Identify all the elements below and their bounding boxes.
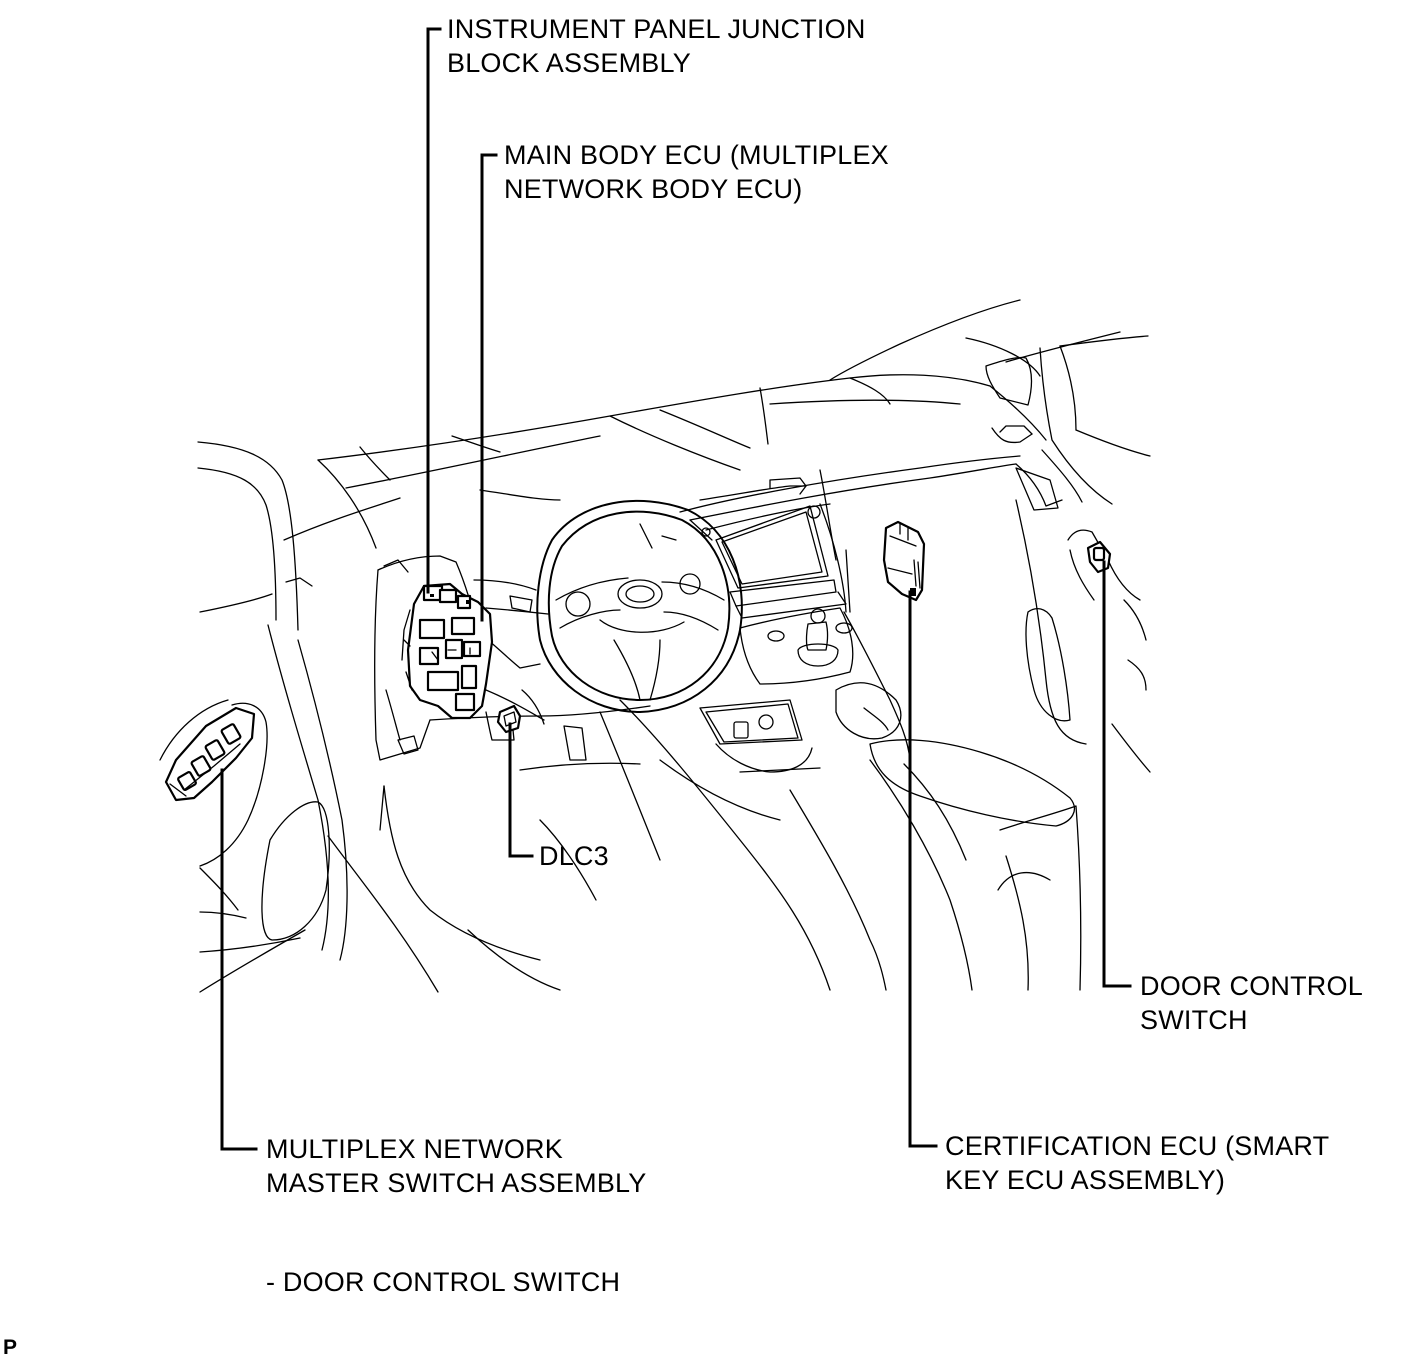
lower-dash xyxy=(374,555,887,991)
label-certification-ecu: CERTIFICATION ECU (SMART KEY ECU ASSEMBL… xyxy=(945,1129,1329,1197)
label-dlc3: DLC3 xyxy=(539,839,609,873)
right-door-outline xyxy=(1015,335,1151,773)
leader-dlc3 xyxy=(508,722,534,858)
label-ip-junction-block-line2: BLOCK ASSEMBLY xyxy=(447,48,691,78)
label-master-switch: MULTIPLEX NETWORK MASTER SWITCH ASSEMBLY xyxy=(266,1132,646,1200)
label-certification-ecu-line1: CERTIFICATION ECU (SMART xyxy=(945,1131,1330,1161)
label-door-control-switch: DOOR CONTROL SWITCH xyxy=(1140,969,1363,1037)
windshield-and-dash xyxy=(283,299,1121,549)
left-door-outline xyxy=(159,441,439,993)
center-stack xyxy=(679,455,1082,991)
leader-door-control-switch xyxy=(1102,560,1132,988)
door-control-switch-part xyxy=(1086,540,1112,574)
label-ip-junction-block-line1: INSTRUMENT PANEL JUNCTION xyxy=(447,14,866,44)
label-certification-ecu-line2: KEY ECU ASSEMBLY) xyxy=(945,1165,1226,1195)
label-main-body-ecu: MAIN BODY ECU (MULTIPLEX NETWORK BODY EC… xyxy=(504,138,889,206)
label-dlc3-text: DLC3 xyxy=(539,841,609,871)
label-ip-junction-block: INSTRUMENT PANEL JUNCTION BLOCK ASSEMBLY xyxy=(447,12,866,80)
corner-mark: P xyxy=(3,1336,18,1359)
leader-lines xyxy=(220,27,1132,1151)
label-master-switch-line2: MASTER SWITCH ASSEMBLY xyxy=(266,1168,647,1198)
dlc3-part xyxy=(496,704,522,734)
master-switch-part xyxy=(164,706,256,802)
certification-ecu-part xyxy=(882,520,926,602)
leader-main-body-ecu xyxy=(480,153,498,622)
leader-certification-ecu xyxy=(908,590,938,1148)
label-door-control-switch-line1: DOOR CONTROL xyxy=(1140,971,1363,1001)
footnote-text: - DOOR CONTROL SWITCH xyxy=(266,1267,621,1297)
steering-wheel xyxy=(536,499,743,713)
leader-master-switch xyxy=(220,768,258,1151)
label-main-body-ecu-line1: MAIN BODY ECU (MULTIPLEX xyxy=(504,140,889,170)
junction-block-part xyxy=(401,582,494,720)
label-master-switch-line1: MULTIPLEX NETWORK xyxy=(266,1134,563,1164)
leader-ip-junction-block xyxy=(426,27,442,594)
label-main-body-ecu-line2: NETWORK BODY ECU) xyxy=(504,174,803,204)
label-door-control-switch-line2: SWITCH xyxy=(1140,1005,1248,1035)
footnote: - DOOR CONTROL SWITCH xyxy=(266,1265,620,1299)
